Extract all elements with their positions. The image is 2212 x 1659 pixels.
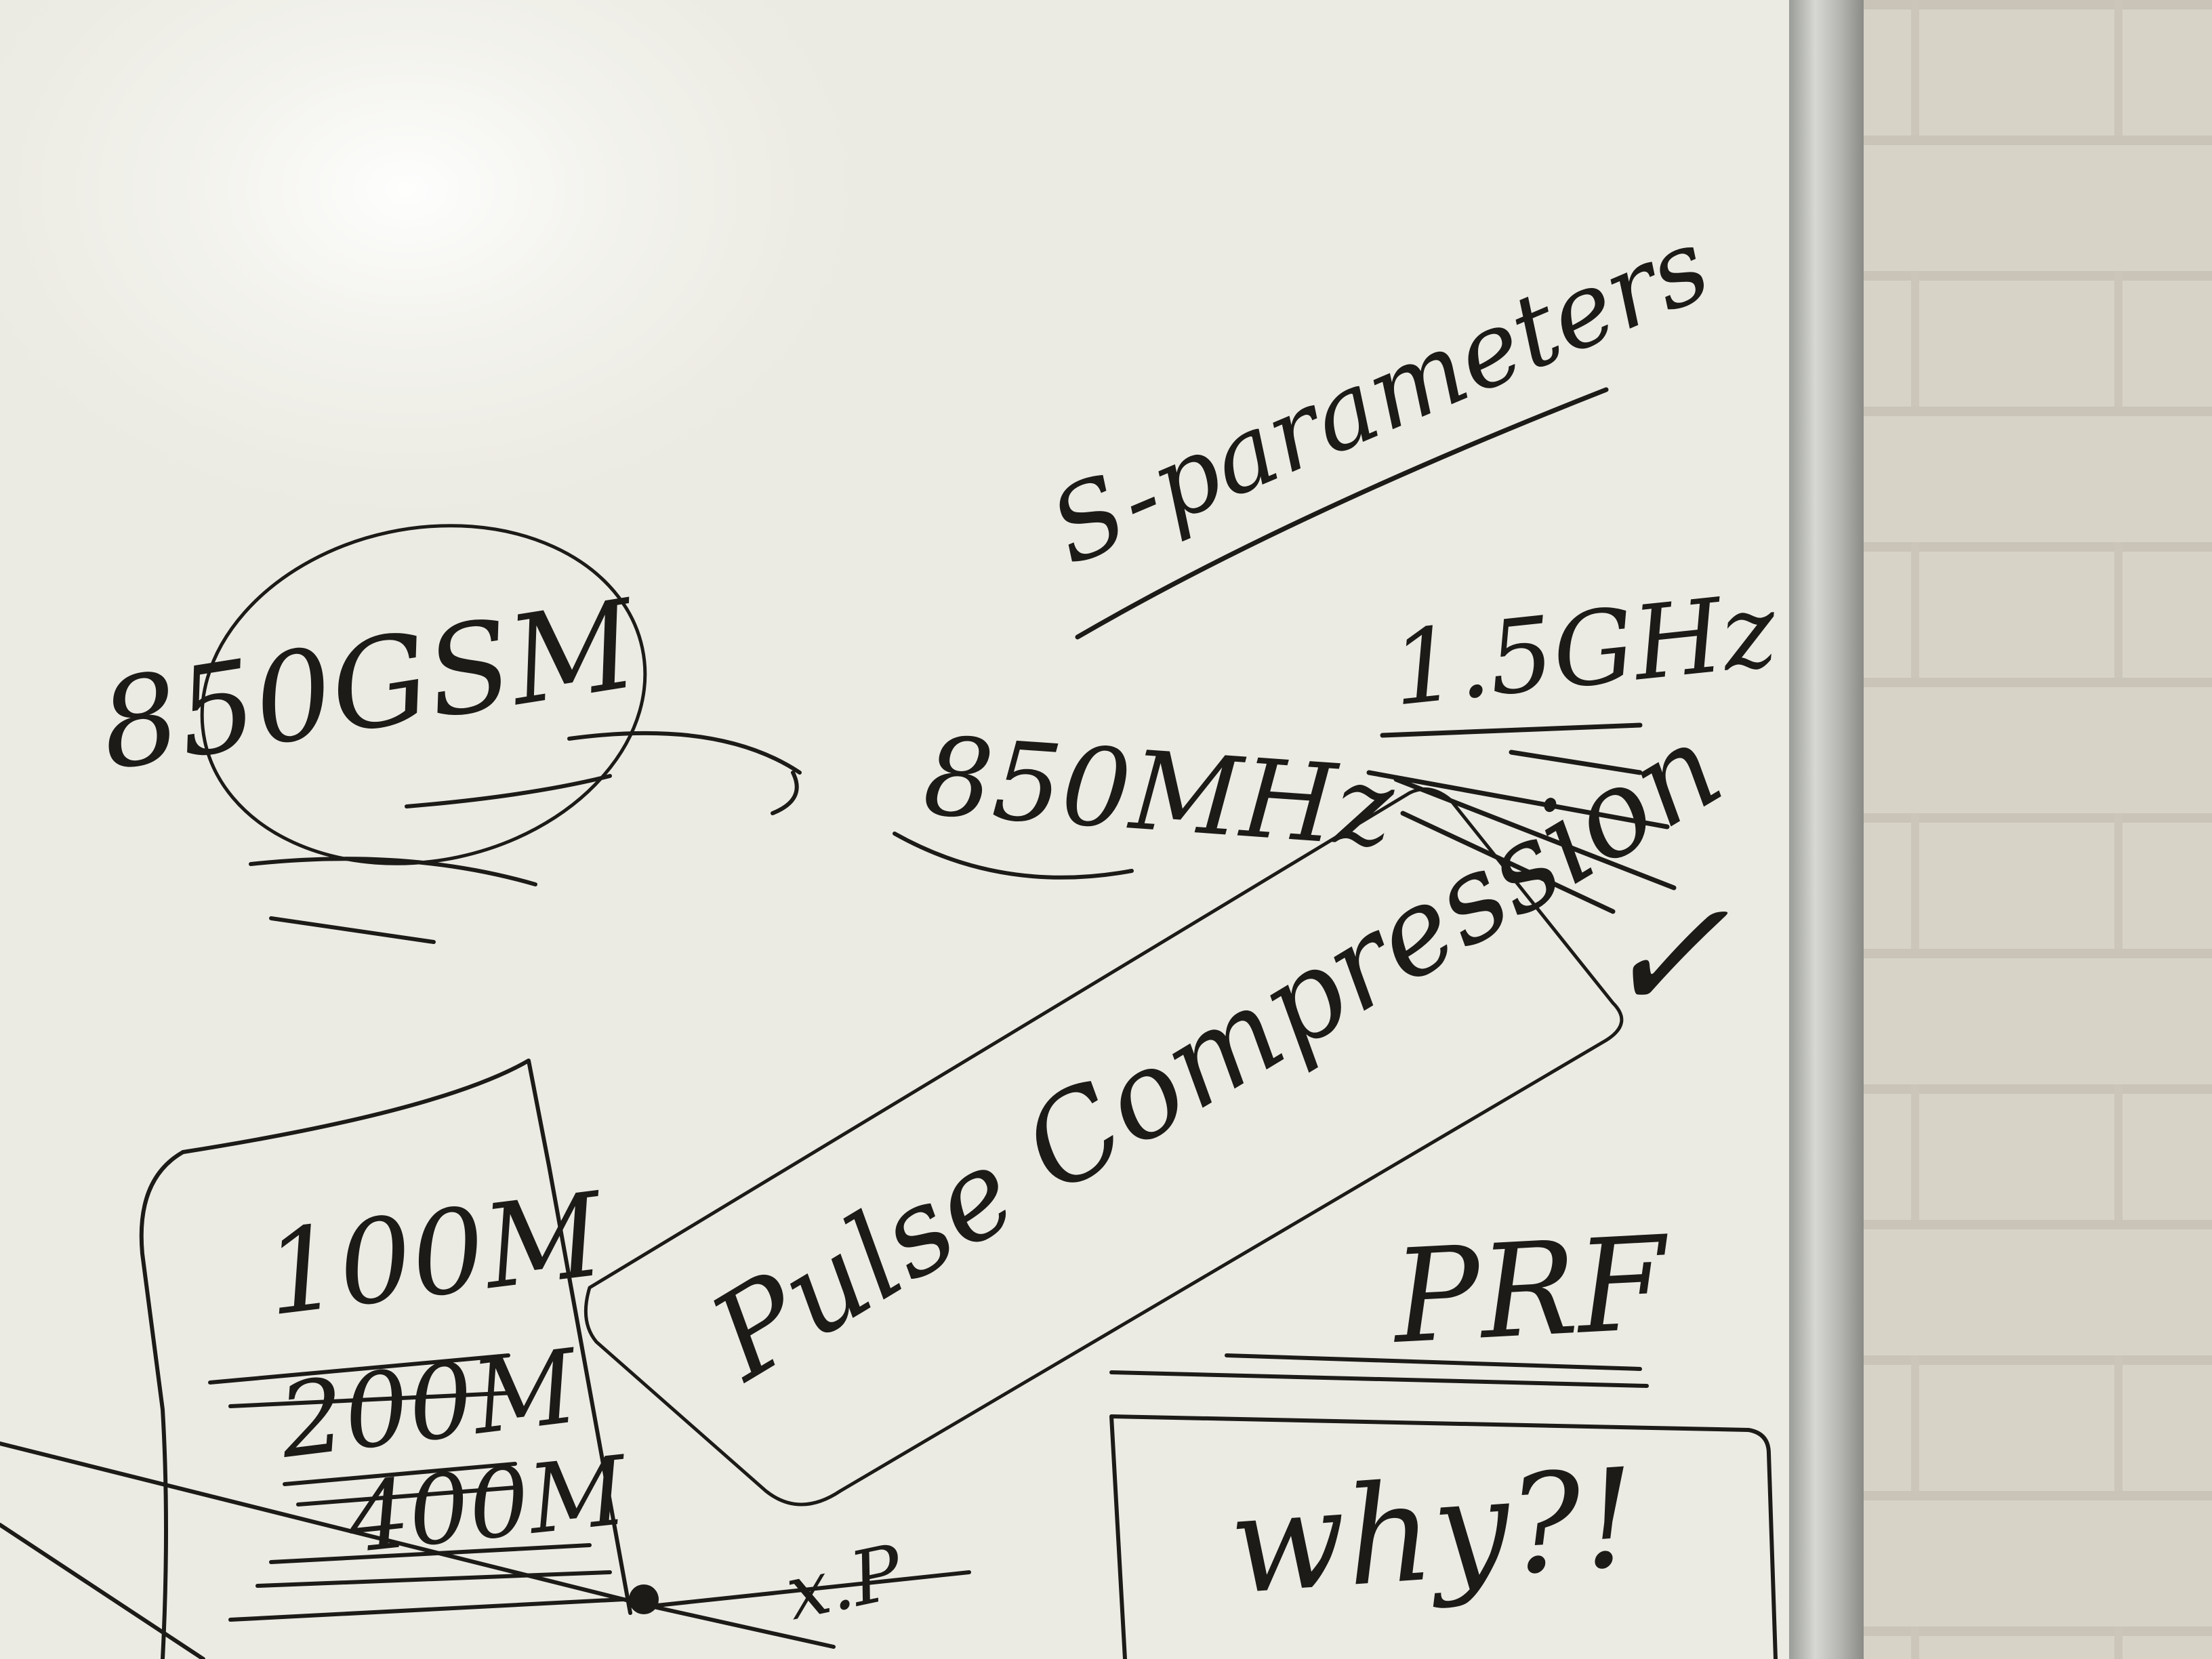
underline-200m	[283, 1462, 517, 1507]
whiteboard-frame	[1789, 0, 1864, 1659]
junction-dot	[629, 1584, 659, 1614]
box-pulse-compression	[583, 787, 1624, 1507]
underlines-850gsm	[249, 774, 612, 944]
underline-prf	[1109, 1353, 1649, 1388]
underline-850mhz	[893, 832, 1134, 880]
note-why: why?!	[1225, 1439, 1641, 1625]
circle-850gsm	[200, 524, 647, 865]
box-frequencies	[139, 1059, 632, 1659]
underline-s-parameters	[1075, 387, 1609, 640]
box-why	[1109, 1414, 1778, 1659]
light-glare	[0, 0, 895, 542]
underline-100m	[208, 1353, 517, 1408]
underline-400m	[228, 1543, 626, 1622]
checkmark: ✓	[1599, 866, 1730, 1047]
underline-1-5ghz	[1366, 722, 1677, 914]
crossing-lines	[0, 1441, 971, 1659]
arrow-850gsm-to-850mhz	[567, 731, 802, 815]
brick-wall	[1857, 0, 2212, 1659]
note-prf: PRF	[1388, 1208, 1675, 1372]
